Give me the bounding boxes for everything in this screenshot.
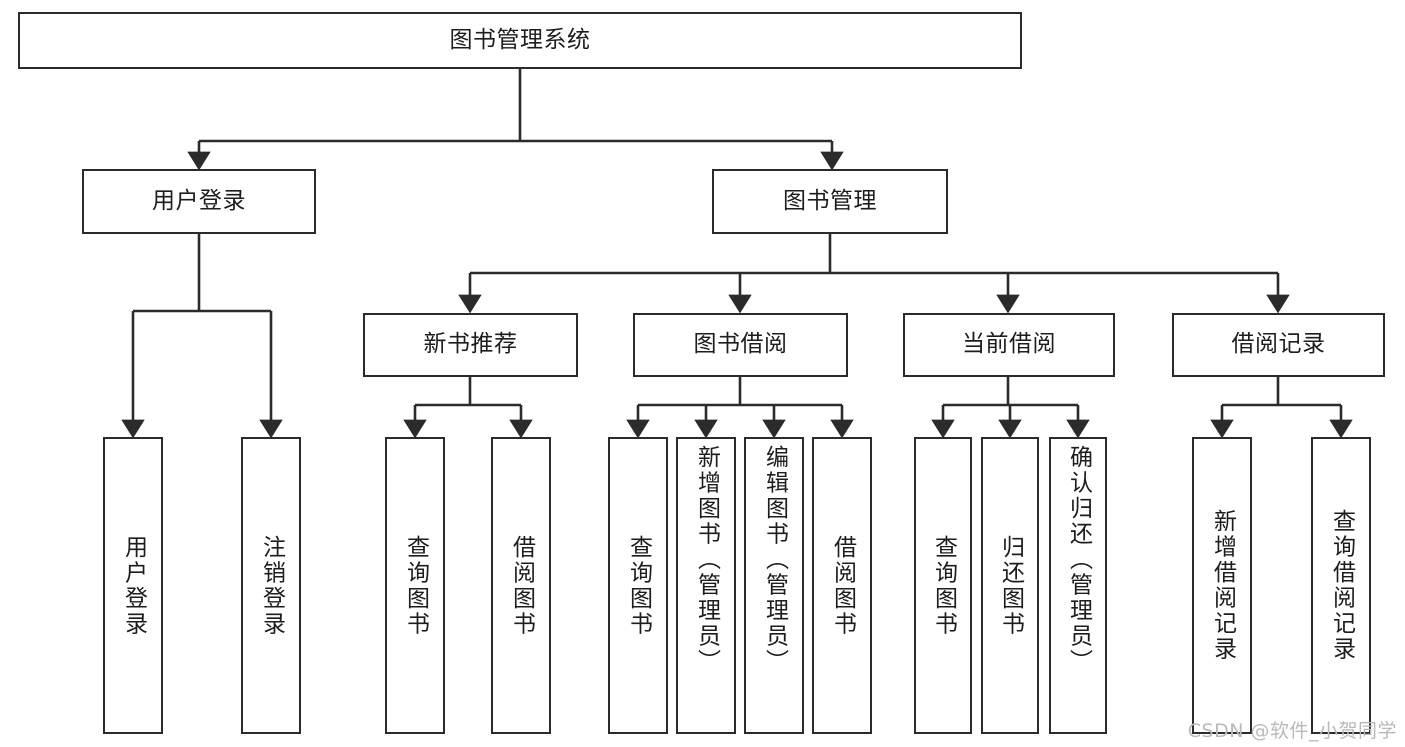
node-leaf-query-book-rec-label: 查询图书 — [402, 534, 429, 637]
node-root-label: 图书管理系统 — [449, 26, 591, 53]
node-current-borrow[interactable]: 当前借阅 — [903, 313, 1115, 377]
node-leaf-add-book-admin-label: 新增图书（管理员） — [693, 445, 720, 675]
node-root[interactable]: 图书管理系统 — [18, 12, 1022, 69]
node-new-book-recommend[interactable]: 新书推荐 — [363, 313, 578, 377]
node-leaf-add-borrow-record[interactable]: 新增借阅记录 — [1192, 437, 1252, 734]
node-leaf-query-book-rec[interactable]: 查询图书 — [385, 437, 445, 734]
node-leaf-logout[interactable]: 注销登录 — [241, 437, 301, 734]
node-book-borrow[interactable]: 图书借阅 — [633, 313, 848, 377]
node-leaf-query-book-current[interactable]: 查询图书 — [914, 437, 972, 734]
node-leaf-add-book-admin[interactable]: 新增图书（管理员） — [676, 437, 736, 734]
node-leaf-confirm-return-admin-label: 确认归还（管理员） — [1065, 445, 1092, 675]
node-leaf-user-login-label: 用户登录 — [120, 534, 147, 637]
node-leaf-return-book-label: 归还图书 — [997, 534, 1024, 637]
node-borrow-record[interactable]: 借阅记录 — [1172, 313, 1385, 377]
node-leaf-confirm-return-admin[interactable]: 确认归还（管理员） — [1049, 437, 1107, 734]
node-user-login-label: 用户登录 — [152, 187, 246, 214]
node-user-login[interactable]: 用户登录 — [82, 169, 316, 234]
node-leaf-user-login[interactable]: 用户登录 — [103, 437, 163, 734]
node-leaf-query-book-current-label: 查询图书 — [930, 534, 957, 637]
node-leaf-query-borrow-record[interactable]: 查询借阅记录 — [1311, 437, 1371, 734]
node-book-borrow-label: 图书借阅 — [693, 331, 788, 358]
node-leaf-query-book-borrow-label: 查询图书 — [625, 534, 652, 637]
node-borrow-record-label: 借阅记录 — [1231, 331, 1326, 358]
node-new-book-recommend-label: 新书推荐 — [423, 331, 518, 358]
node-current-borrow-label: 当前借阅 — [962, 331, 1056, 358]
node-leaf-logout-label: 注销登录 — [258, 534, 285, 637]
node-book-manage-label: 图书管理 — [783, 187, 877, 214]
node-leaf-return-book[interactable]: 归还图书 — [981, 437, 1039, 734]
node-book-manage[interactable]: 图书管理 — [712, 169, 948, 234]
node-leaf-edit-book-admin-label: 编辑图书（管理员） — [761, 445, 788, 675]
watermark: CSDN @软件_小贺同学 — [1187, 720, 1397, 742]
node-leaf-borrow-book[interactable]: 借阅图书 — [812, 437, 872, 734]
node-leaf-query-book-borrow[interactable]: 查询图书 — [608, 437, 668, 734]
node-leaf-add-borrow-record-label: 新增借阅记录 — [1209, 509, 1236, 662]
node-leaf-borrow-book-label: 借阅图书 — [829, 534, 856, 637]
node-leaf-borrow-book-rec-label: 借阅图书 — [508, 534, 535, 637]
node-leaf-edit-book-admin[interactable]: 编辑图书（管理员） — [744, 437, 804, 734]
node-leaf-borrow-book-rec[interactable]: 借阅图书 — [491, 437, 551, 734]
node-leaf-query-borrow-record-label: 查询借阅记录 — [1328, 509, 1355, 662]
